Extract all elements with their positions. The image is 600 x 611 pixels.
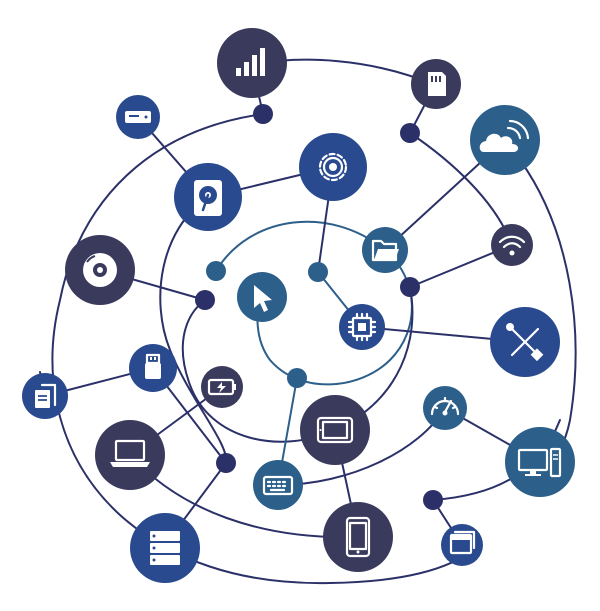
- desktop-node: [505, 427, 575, 497]
- usb-stick-icon: [145, 353, 161, 379]
- junction-dot: [216, 453, 236, 473]
- laptop-node: [95, 420, 165, 490]
- cloud-node: [470, 105, 540, 175]
- settings-node: [299, 133, 367, 201]
- inner-spiral-wire: [215, 220, 413, 386]
- keyboard-icon: [262, 475, 294, 496]
- laptop-icon: [110, 439, 150, 467]
- junction-dot: [206, 261, 226, 281]
- server-node: [130, 513, 200, 583]
- drive-arc-wire: [159, 196, 228, 464]
- junction-dot: [253, 104, 273, 124]
- junction-dots: [195, 104, 443, 510]
- disc-node: [65, 235, 135, 305]
- hard-disk-icon: [194, 180, 222, 216]
- tools-node: [490, 307, 560, 377]
- junction-dot: [195, 290, 215, 310]
- document-node: [22, 373, 68, 419]
- signal-node: [217, 28, 287, 98]
- drive-node: [116, 95, 160, 139]
- cloud-wifi-icon: [479, 119, 530, 152]
- optical-disc-icon: [83, 253, 117, 287]
- cpu-chip-icon: [347, 312, 377, 342]
- speedometer-icon: [430, 396, 460, 416]
- signal-bars-icon: [236, 48, 265, 76]
- junction-dot: [400, 123, 420, 143]
- wifi-icon: [498, 235, 526, 256]
- battery-icon: [207, 378, 236, 396]
- phone-node: [323, 502, 393, 572]
- keyboard-node: [253, 460, 303, 510]
- harddisk-node: [174, 163, 242, 231]
- junction-dot: [400, 277, 420, 297]
- tablet-node: [300, 395, 370, 465]
- icon-nodes: [22, 28, 575, 583]
- copy-document-icon: [35, 383, 57, 408]
- chip-node: [339, 304, 385, 350]
- tablet-icon: [316, 416, 354, 444]
- battery-node: [201, 366, 243, 408]
- desktop-computer-icon: [517, 447, 562, 478]
- outer-spiral-wire: [51, 113, 476, 585]
- server-icon: [150, 531, 180, 565]
- gauge-node: [423, 386, 467, 430]
- external-drive-icon: [125, 111, 151, 123]
- folder-node: [362, 227, 408, 273]
- gear-icon: [318, 152, 348, 182]
- usb-node: [129, 344, 177, 392]
- app-window-icon: [449, 530, 476, 555]
- cursor-node: [237, 272, 287, 322]
- smartphone-icon: [345, 516, 371, 558]
- junction-dot: [287, 368, 307, 388]
- folder-icon: [371, 239, 399, 262]
- wifi-node: [491, 224, 533, 266]
- window-node: [441, 524, 483, 566]
- sdcard-node: [411, 59, 461, 109]
- junction-dot: [308, 262, 328, 282]
- middle-spiral-wire: [181, 286, 414, 443]
- sd-card-icon: [428, 72, 446, 96]
- junction-dot: [423, 490, 443, 510]
- cursor-icon: [254, 285, 272, 312]
